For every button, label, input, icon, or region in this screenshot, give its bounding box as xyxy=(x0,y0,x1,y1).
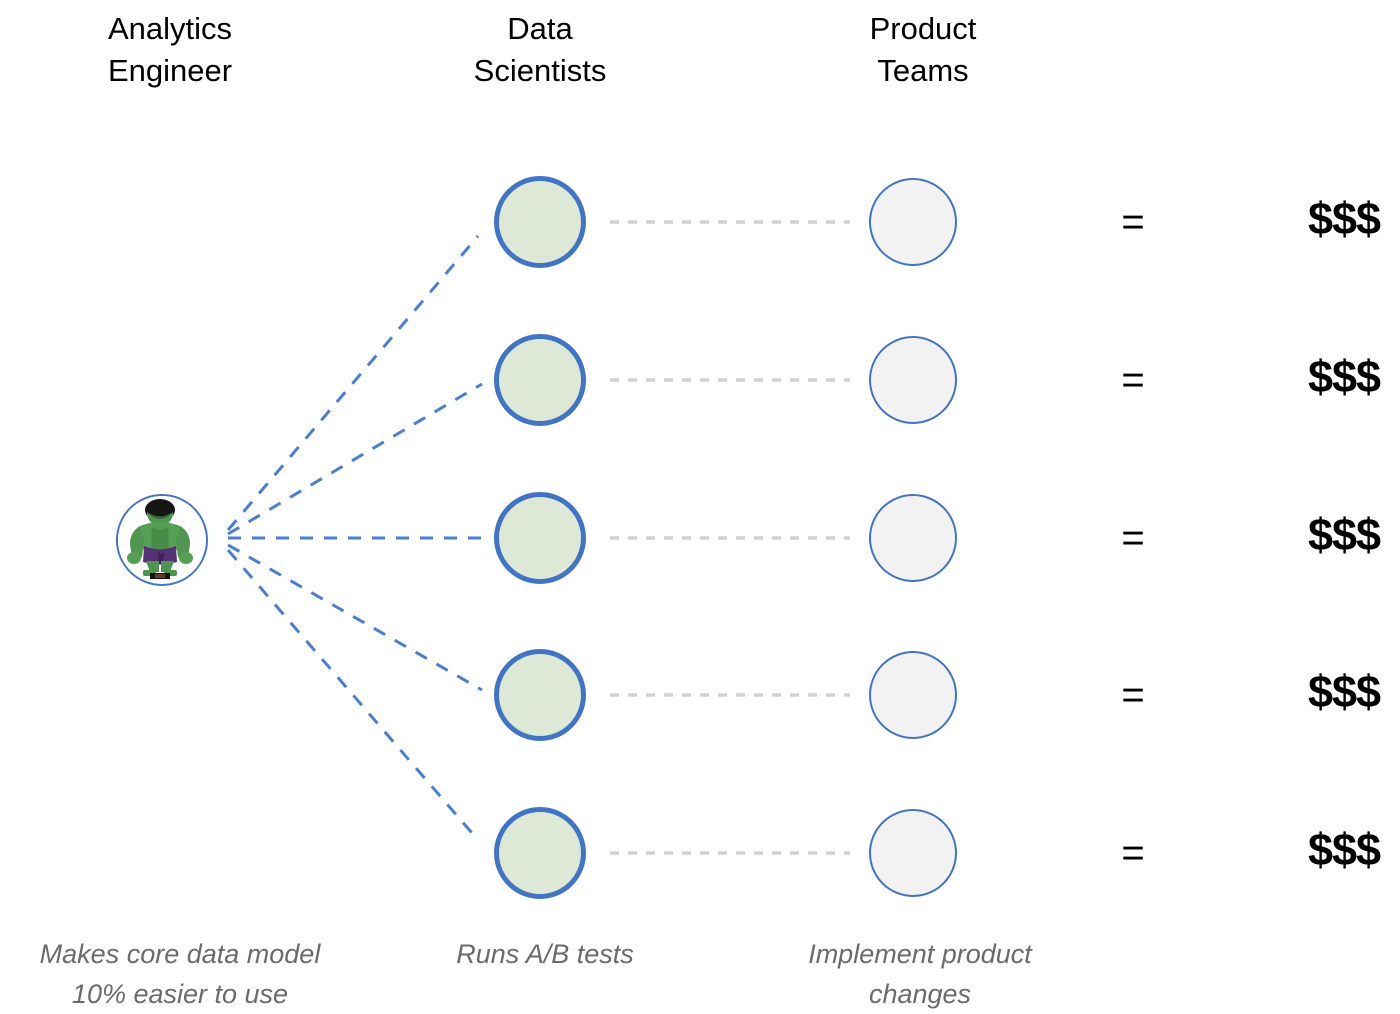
product-team-node-3[interactable] xyxy=(869,494,957,582)
value-badge-5: $$$ xyxy=(1307,824,1381,875)
caption-product-teams: Implement product changes xyxy=(808,939,1032,1009)
value-badge-1: $$$ xyxy=(1307,193,1381,244)
product-team-node-1[interactable] xyxy=(869,178,957,266)
data-scientist-node-1[interactable] xyxy=(494,176,586,268)
product-team-node-2[interactable] xyxy=(869,336,957,424)
value-badge-4: $$$ xyxy=(1307,666,1381,717)
lego-hulk-avatar-icon xyxy=(116,494,208,586)
data-scientist-node-2[interactable] xyxy=(494,334,586,426)
equals-sign-4: = xyxy=(1121,673,1145,717)
lego-hulk-figure-icon xyxy=(118,496,202,580)
product-team-node-5[interactable] xyxy=(869,809,957,897)
fan-edge-4 xyxy=(227,543,483,692)
caption-data-scientists: Runs A/B tests xyxy=(456,939,634,969)
column-header-product-teams: Product Teams xyxy=(869,11,977,88)
data-scientist-node-4[interactable] xyxy=(494,649,586,741)
data-scientist-node-5[interactable] xyxy=(494,807,586,899)
value-badge-2: $$$ xyxy=(1307,351,1381,402)
equals-sign-3: = xyxy=(1121,516,1145,560)
data-scientist-node-3[interactable] xyxy=(494,492,586,584)
column-header-data-scientists: Data Scientists xyxy=(473,11,607,88)
column-header-analytics-engineer: Analytics Engineer xyxy=(107,11,233,88)
equals-sign-2: = xyxy=(1121,358,1145,402)
value-badge-3: $$$ xyxy=(1307,509,1381,560)
equals-sign-5: = xyxy=(1121,831,1145,875)
fan-edge-2 xyxy=(227,382,483,536)
product-team-node-4[interactable] xyxy=(869,651,957,739)
fan-edge-1 xyxy=(226,235,480,531)
fan-edge-5 xyxy=(226,549,480,841)
caption-analytics-engineer: Makes core data model 10% easier to use xyxy=(39,939,321,1009)
equals-sign-1: = xyxy=(1121,200,1145,244)
